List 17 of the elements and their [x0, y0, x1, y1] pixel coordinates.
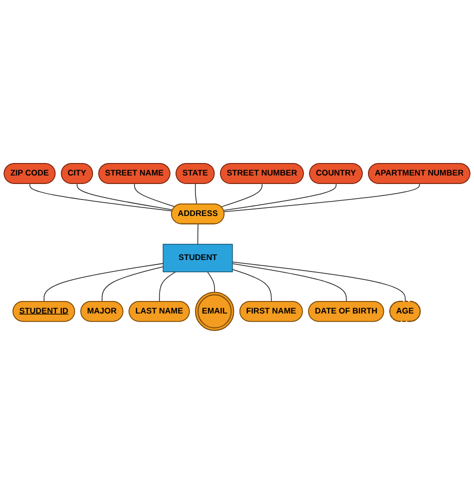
- connector: [224, 183, 420, 212]
- connector: [44, 263, 164, 302]
- connector: [220, 183, 263, 208]
- node-circle: EMAIL: [195, 292, 234, 331]
- connector: [134, 183, 176, 208]
- node-box: STUDENT: [162, 244, 233, 272]
- connector: [223, 183, 337, 211]
- connector: [197, 224, 198, 245]
- connector: [76, 183, 174, 210]
- connector: [159, 271, 176, 302]
- connector: [29, 183, 173, 212]
- connector: [194, 183, 198, 205]
- connector: [102, 266, 164, 302]
- connector: [232, 262, 406, 302]
- connector: [232, 269, 272, 302]
- connector: [207, 271, 215, 293]
- connector: [232, 263, 347, 302]
